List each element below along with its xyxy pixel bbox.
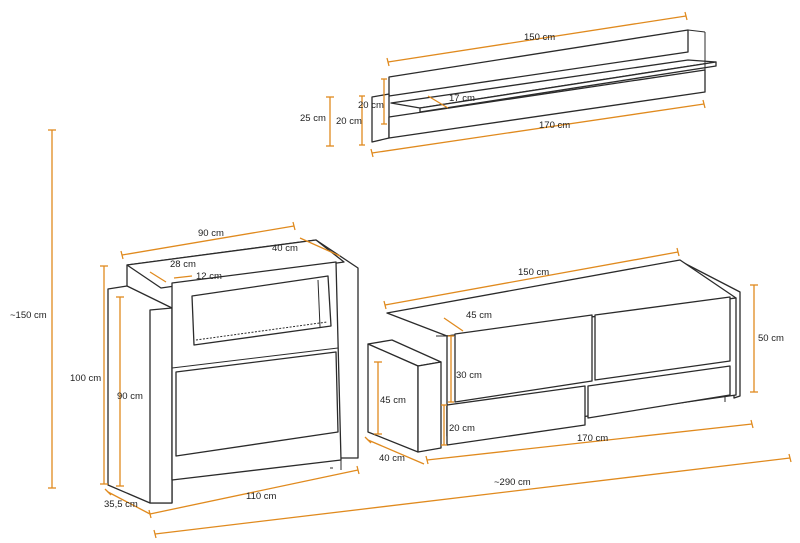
- fire-depth-inner-label: 28 cm: [170, 259, 196, 270]
- shelf-front-edge: [419, 61, 717, 113]
- fire-height-label: 90 cm: [117, 391, 143, 402]
- tv-drawer-height-label: 30 cm: [456, 370, 482, 381]
- tv-lower-right: [587, 365, 731, 419]
- fireplace-unit: [107, 239, 359, 504]
- tv-bottom-width-label: 170 cm: [577, 433, 608, 444]
- shelf-lower-board: [388, 69, 706, 139]
- tv-top-width-label: 150 cm: [518, 267, 549, 278]
- fire-total-height-label: 100 cm: [70, 373, 101, 384]
- shelf-width-top-label: 150 cm: [524, 32, 555, 43]
- tv-height-right-label: 50 cm: [758, 333, 784, 344]
- fireplace-door: [175, 351, 339, 457]
- fire-base-width-label: 110 cm: [246, 491, 277, 502]
- wall-shelf: [371, 29, 717, 143]
- fireplace-left-side-front: [149, 307, 173, 504]
- total-height-label: ~150 cm: [10, 310, 47, 321]
- fire-width-label: 90 cm: [198, 228, 224, 239]
- tv-top-depth-label: 45 cm: [466, 310, 492, 321]
- tv-plinth-label: 20 cm: [449, 423, 475, 434]
- tv-lower-left: [446, 385, 586, 446]
- fire-panel-label: 12 cm: [196, 271, 222, 282]
- tv-drawer-right: [594, 296, 731, 381]
- tv-drawer-left: [454, 314, 593, 403]
- shelf-height-outer-label: 25 cm: [300, 113, 326, 124]
- shelf-depth-label: 17 cm: [449, 93, 475, 104]
- tv-side-face: [417, 361, 442, 453]
- tv-unit: [367, 259, 741, 453]
- shelf-back-panel: [388, 29, 689, 97]
- tv-side-height-label: 45 cm: [380, 395, 406, 406]
- dimension-lines: [48, 11, 792, 539]
- total-width-label: ~290 cm: [494, 477, 531, 488]
- fire-side-depth-label: 35,5 cm: [104, 499, 138, 510]
- fireplace-top: [126, 239, 345, 289]
- tv-side-depth-label: 40 cm: [379, 453, 405, 464]
- dimension-labels: 150 cm 25 cm 20 cm 20 cm 17 cm 170 cm ~1…: [10, 32, 784, 510]
- fire-depth-top-label: 40 cm: [272, 243, 298, 254]
- fireplace-window: [191, 275, 332, 346]
- shelf-height-b-label: 20 cm: [336, 116, 362, 127]
- shelf-width-bottom-label: 170 cm: [539, 120, 570, 131]
- shelf-height-a-label: 20 cm: [358, 100, 384, 111]
